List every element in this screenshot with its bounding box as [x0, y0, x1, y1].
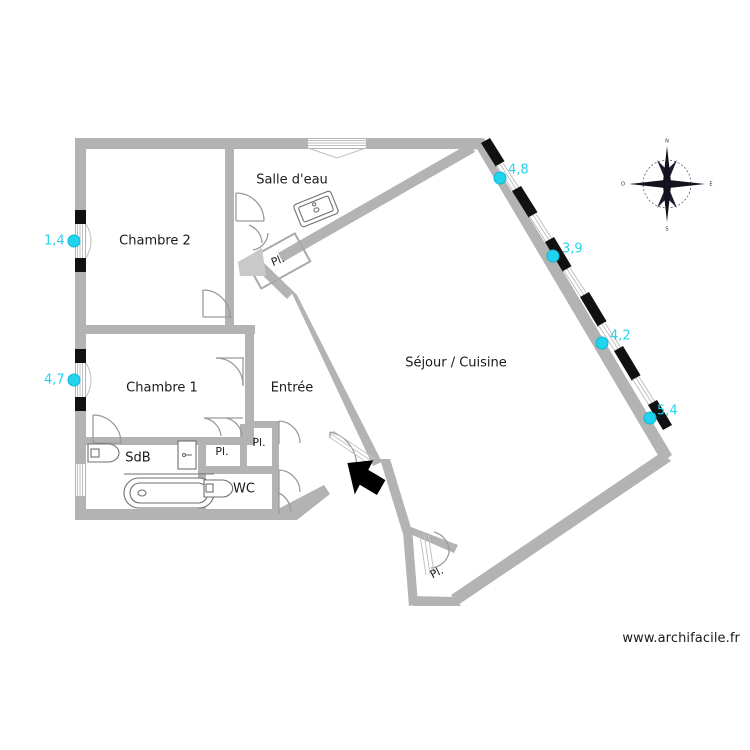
wall-interior-wc-top — [202, 466, 278, 474]
fixture-sink-salledeau — [293, 190, 339, 228]
window-sejour-5 — [632, 375, 672, 430]
window-sejour-4 — [598, 321, 641, 381]
door-placard-entree-2 — [278, 469, 301, 493]
wall-interior-chambres — [80, 325, 255, 334]
fixture-shower-sdb — [177, 440, 197, 470]
dimension-markers-layer: 1,4 4,7 4,8 3,9 4,2 5,4 — [44, 163, 678, 425]
closet-salledeau-fill — [238, 248, 266, 276]
wall-closet-block-right — [272, 424, 279, 516]
wall-interior-sdb-top — [80, 437, 255, 445]
wall-closet-divider — [240, 424, 247, 468]
fixture-toilet-wc — [203, 479, 234, 498]
door-sills-layer — [328, 430, 435, 576]
entry-arrow — [347, 460, 386, 496]
compass-label-east: E — [709, 182, 712, 188]
room-label-wc: WC — [233, 482, 255, 497]
window-sejour-1 — [481, 138, 538, 218]
room-label-chambre1: Chambre 1 — [126, 381, 198, 396]
dimension-dot-dim-5[interactable] — [595, 336, 609, 350]
dimension-marker-dim-3[interactable]: 4,8 — [493, 163, 529, 185]
wall-sejour-west-lower — [380, 459, 412, 534]
door-chambre1-placard — [203, 417, 243, 437]
door-placard-entree-1 — [278, 420, 301, 444]
dimension-value-dim-5: 4,2 — [610, 329, 631, 344]
wall-closet-block-top — [245, 421, 279, 428]
compass-label-south: S — [665, 227, 668, 233]
wall-sejour-northwest-lower — [289, 287, 382, 466]
wall-sejour-south — [410, 596, 461, 606]
dimension-value-dim-2: 4,7 — [44, 373, 65, 388]
room-label-entree: Entrée — [271, 381, 314, 396]
door-salledeau — [235, 192, 265, 222]
walls-layer — [75, 138, 672, 606]
compass-label-north: N — [665, 139, 669, 145]
fixture-sink-sdb — [87, 443, 120, 463]
dimension-dot-dim-1[interactable] — [67, 234, 81, 248]
wall-sejour-northwest-upper — [278, 143, 475, 262]
dimension-marker-dim-2[interactable]: 4,7 — [44, 373, 81, 388]
door-chambre2 — [202, 289, 232, 318]
wall-interior-sdb-right — [198, 437, 206, 515]
dimension-dot-dim-6[interactable] — [643, 411, 657, 425]
window-sejour-3 — [563, 266, 607, 327]
wall-exterior-bottom-left — [75, 509, 290, 520]
wall-sejour-east — [474, 138, 672, 462]
door-wc — [278, 492, 292, 514]
dimension-dot-dim-4[interactable] — [546, 249, 560, 263]
dimension-value-dim-3: 4,8 — [508, 163, 529, 178]
wall-sejour-closet-left — [403, 528, 418, 606]
room-label-sdb: SdB — [125, 451, 150, 466]
dimension-marker-dim-6[interactable]: 5,4 — [643, 404, 678, 425]
dimension-dot-dim-3[interactable] — [493, 171, 507, 185]
dimension-value-dim-1: 1,4 — [44, 234, 65, 249]
door-chambre1-sdb — [92, 414, 122, 444]
window-sdb — [76, 464, 85, 496]
doors-layer — [92, 192, 450, 569]
wall-sejour-closet-top — [403, 527, 458, 553]
watermark: www.archifacile.fr — [622, 631, 740, 646]
wall-interior-chambre1-right — [245, 330, 254, 440]
wall-exterior-top — [75, 138, 475, 149]
room-label-chambre2: Chambre 2 — [119, 234, 191, 249]
closet-label-placard-entree-1: Pl. — [215, 445, 228, 458]
door-placard-salledeau — [248, 224, 269, 251]
window-salledeau — [307, 139, 367, 159]
door-chambre1 — [215, 357, 244, 386]
closet-label-placard-sejour: Pl. — [428, 564, 446, 582]
wall-entree-bottom-diagonal — [278, 485, 330, 520]
closet-label-placard-salledeau: Pl. — [269, 252, 286, 269]
dimension-value-dim-6: 5,4 — [657, 404, 678, 419]
compass-label-west: O — [621, 182, 625, 188]
fixture-bathtub — [123, 473, 215, 509]
dimension-marker-dim-1[interactable]: 1,4 — [44, 234, 81, 249]
room-label-salledeau: Salle d'eau — [256, 173, 328, 188]
fixtures-layer — [87, 190, 339, 509]
closet-label-placard-entree-2: Pl. — [252, 436, 265, 449]
wall-sejour-southeast — [451, 452, 671, 605]
wall-interior-chambre2-right — [225, 143, 234, 330]
dimension-marker-dim-4[interactable]: 3,9 — [546, 242, 583, 263]
dimension-marker-dim-5[interactable]: 4,2 — [595, 329, 631, 350]
compass-rose: N S E O — [621, 139, 713, 233]
dimension-value-dim-4: 3,9 — [562, 242, 583, 257]
room-label-sejour: Séjour / Cuisine — [405, 356, 507, 371]
closet-labels-layer: Pl. Pl. Pl. Pl. — [215, 252, 445, 581]
dimension-dot-dim-2[interactable] — [67, 373, 81, 387]
